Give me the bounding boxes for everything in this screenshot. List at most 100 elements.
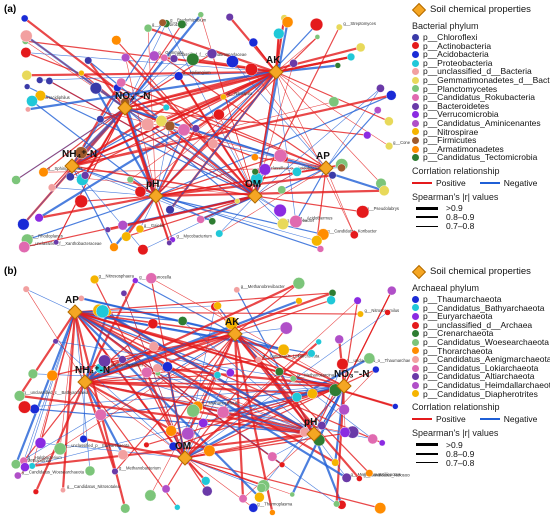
genus-node <box>164 120 176 132</box>
genus-node <box>346 52 356 61</box>
negative-edge <box>219 195 256 234</box>
genus-node <box>372 365 380 374</box>
genus-node <box>386 90 397 101</box>
genus-label: g__Candidatus_Nitrosotalea <box>67 484 121 489</box>
negative-edge <box>84 299 300 384</box>
positive-edge <box>39 311 76 444</box>
genus-node <box>26 95 38 107</box>
genus-node <box>78 295 85 302</box>
genus-label: g__Methanospirillum <box>104 362 143 367</box>
genus-node <box>289 215 303 229</box>
negative-edge <box>71 22 164 167</box>
positive-edge <box>200 195 256 221</box>
genus-node <box>186 52 200 66</box>
genus-node <box>384 309 391 316</box>
thick-line-swatch <box>416 206 438 210</box>
genus-node <box>225 13 234 22</box>
positive-line-swatch <box>412 418 432 421</box>
phylum-color-dot <box>412 76 419 84</box>
negative-edge <box>99 367 315 435</box>
positive-edge <box>15 107 126 181</box>
negative-edge <box>26 195 157 241</box>
genus-label: g__Nitrospira <box>227 91 253 96</box>
soil-property-hub <box>148 188 164 204</box>
genus-node <box>289 491 295 498</box>
legend-b: Soil chemical properties Archaeal phylum… <box>411 264 550 468</box>
genus-node <box>213 108 225 121</box>
genus-node <box>53 442 67 456</box>
genus-node <box>341 472 352 483</box>
positive-edge <box>74 311 283 466</box>
genus-node <box>355 42 366 53</box>
bacterial-legend-item: p__Gemmatimonadetes_d__Bacteria <box>412 76 550 85</box>
genus-node <box>84 56 93 65</box>
legend-b-level-1: >0.9 <box>412 440 548 450</box>
positive-edge <box>84 381 178 508</box>
bacterial-legend-item: p__Candidatus_Aminicenantes <box>412 119 548 128</box>
phylum-color-dot <box>412 145 419 153</box>
hub-edge <box>84 333 236 383</box>
genus-node <box>121 231 132 242</box>
positive-edge <box>125 57 157 197</box>
genus-label: g__Thermoplasma <box>257 502 293 507</box>
legend-b-negative: Negative <box>503 414 538 425</box>
genus-node <box>98 354 111 368</box>
soil-property-label: NO₃⁻-N <box>334 369 369 380</box>
genus-node <box>143 441 150 448</box>
legend-b-corr-row: Positive Negative <box>412 414 548 424</box>
negative-edge <box>15 333 236 465</box>
negative-edge <box>325 88 381 169</box>
phylum-label: p__Planctomycetes <box>423 83 498 94</box>
genus-node <box>20 47 32 58</box>
phylum-color-dot <box>412 364 419 372</box>
positive-edge <box>211 53 256 197</box>
bacterial-legend-item: p__unclassified_d__Bacteria <box>412 67 548 76</box>
phylum-color-dot <box>412 347 419 355</box>
negative-edge <box>14 311 77 465</box>
negative-line-swatch <box>479 181 500 184</box>
archaeal-legend-item: p__Candidatus_Altiarchaeota <box>412 372 548 381</box>
negative-edge <box>254 195 284 225</box>
genus-node <box>357 310 364 318</box>
negative-line-swatch <box>479 418 500 421</box>
phylum-label: p__unclassified_d__Bacteria <box>423 66 532 77</box>
soil-property-label: NO₃⁻-N <box>115 91 150 102</box>
negative-edge <box>155 125 171 197</box>
genus-node <box>28 462 36 470</box>
bacterial-legend-item: p__Armatimonadetes <box>412 145 548 154</box>
positive-edge <box>43 167 327 173</box>
positive-edge <box>81 195 157 202</box>
genus-node <box>38 167 49 178</box>
genus-label: g__unclassified_c__Bathyarchaeia <box>24 390 89 395</box>
genus-node <box>81 171 90 180</box>
bacterial-legend-item: p__Actinobacteria <box>412 41 548 51</box>
genus-node <box>233 286 241 294</box>
genus-node <box>137 244 149 256</box>
negative-edge <box>25 52 277 73</box>
positive-edge <box>38 194 157 219</box>
genus-node <box>251 153 259 162</box>
edge-layer <box>15 13 392 250</box>
positive-edge <box>23 381 86 462</box>
genus-node <box>328 96 340 108</box>
positive-edge <box>26 70 277 77</box>
hub-edge <box>84 381 345 387</box>
genus-node <box>155 115 168 127</box>
genus-node <box>177 123 191 137</box>
genus-node <box>20 29 33 43</box>
legend-a-spearman-title: Spearman's |r| values <box>412 191 499 202</box>
soil-property-diamond-icon <box>411 2 427 17</box>
phylum-color-dot <box>412 93 419 101</box>
archaeal-legend-item: p__Candidatus_Diapherotrites <box>412 389 548 399</box>
genus-node <box>367 433 378 445</box>
legend-a-negative: Negative <box>503 177 538 188</box>
genus-node <box>279 461 286 468</box>
genus-node <box>186 404 200 418</box>
genus-node <box>22 285 30 293</box>
genus-node <box>311 235 323 247</box>
phylum-label: p__Firmicutes <box>423 135 477 146</box>
soil-property-hub <box>318 160 334 176</box>
